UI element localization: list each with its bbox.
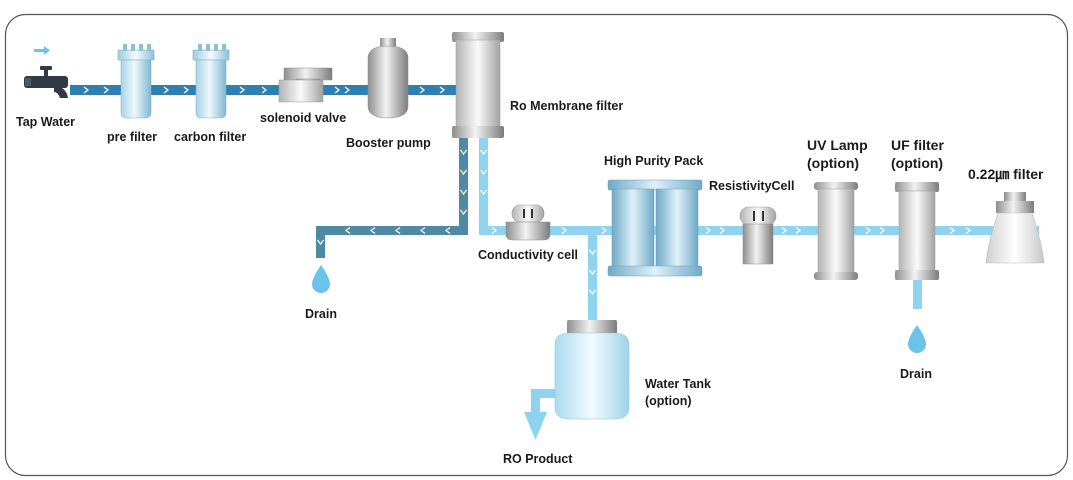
drain-pipe-vertical — [459, 137, 468, 232]
tank-pipe — [588, 226, 597, 326]
label-water-tank: Water Tank — [645, 377, 711, 391]
booster-pump — [367, 38, 409, 119]
carbon-filter-housing — [192, 44, 230, 119]
labels: Tap Water pre filter carbon filter solen… — [16, 99, 1044, 466]
label-resistivity-cell: ResistivityCell — [709, 179, 794, 193]
label-conductivity-cell: Conductivity cell — [478, 248, 578, 262]
label-ro-product: RO Product — [503, 452, 573, 466]
water-drop-icon — [312, 265, 330, 293]
conductivity-cell — [505, 204, 551, 241]
solenoid-valve — [278, 67, 333, 103]
water-drop-icon — [908, 325, 926, 353]
feed-pipe — [70, 85, 460, 95]
diagram-frame — [4, 13, 1069, 477]
final-filter — [985, 192, 1045, 264]
label-drain-right: Drain — [900, 367, 932, 381]
label-tap-water: Tap Water — [16, 115, 75, 129]
drain-pipe-down — [316, 226, 325, 258]
label-solenoid-valve: solenoid valve — [260, 111, 346, 125]
resistivity-cell — [739, 206, 777, 265]
flow-arrow-icon — [34, 46, 50, 55]
uf-drain-pipe — [913, 275, 922, 309]
label-uv-lamp-option: (option) — [807, 155, 859, 171]
label-high-purity-pack: High Purity Pack — [604, 154, 703, 168]
uv-lamp — [814, 182, 858, 280]
label-ro-membrane: Ro Membrane filter — [510, 99, 623, 113]
uf-filter — [895, 182, 939, 280]
label-drain-left: Drain — [305, 307, 337, 321]
ro-membrane-housing — [452, 32, 504, 138]
label-uf-filter-option: (option) — [891, 155, 943, 171]
drain-pipe-horizontal — [316, 226, 468, 235]
label-pre-filter: pre filter — [107, 130, 157, 144]
label-carbon-filter: carbon filter — [174, 130, 246, 144]
high-purity-pack — [607, 179, 703, 277]
flow-chevrons — [83, 86, 971, 295]
ro-product-arrow — [524, 412, 547, 440]
label-uv-lamp: UV Lamp — [807, 137, 868, 153]
label-final-filter: 0.22㎛ filter — [968, 166, 1044, 184]
ro-product-pipe-v — [531, 389, 540, 413]
label-water-tank-option: (option) — [645, 394, 692, 408]
ro-product-pipe-h — [531, 389, 557, 398]
label-booster-pump: Booster pump — [346, 136, 431, 150]
label-uf-filter: UF filter — [891, 137, 944, 153]
faucet-icon — [24, 66, 68, 98]
product-pipe-vertical — [479, 137, 488, 232]
pre-filter-housing — [117, 44, 155, 119]
water-tank — [554, 320, 630, 420]
